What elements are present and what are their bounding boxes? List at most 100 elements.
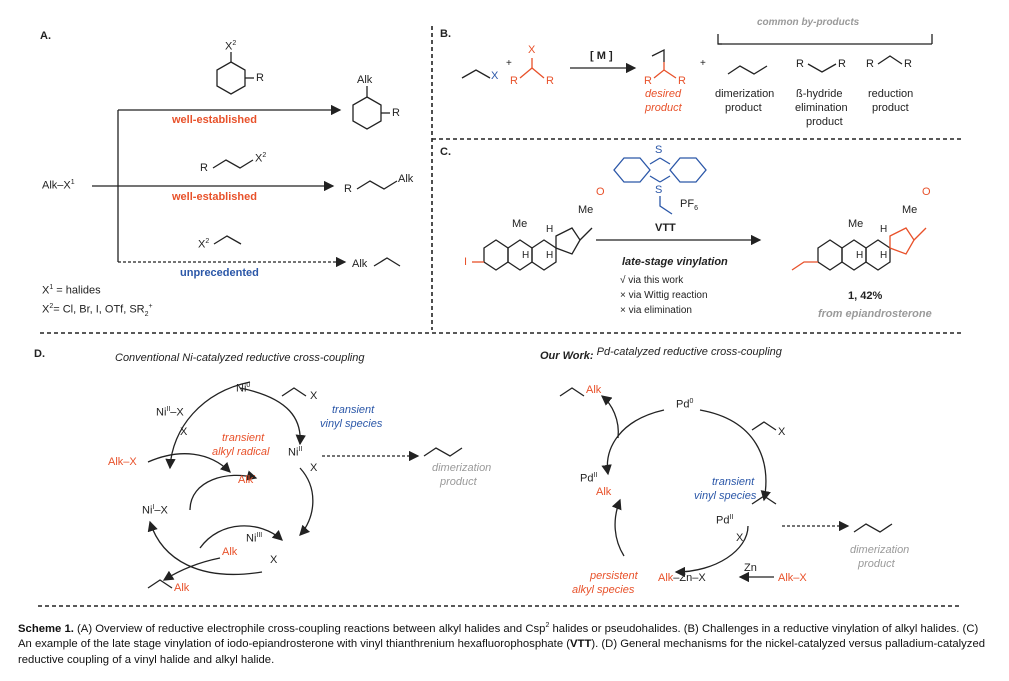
- pf6-anion: PF6: [680, 198, 698, 213]
- conventional-title: Conventional Ni-catalyzed reductive cros…: [115, 352, 365, 364]
- alk-niIII: Alk: [222, 546, 238, 558]
- alk-radical: Alk˙: [238, 474, 257, 486]
- reduction-r2: R: [904, 58, 912, 70]
- vinyl-x2: X2: [255, 152, 267, 165]
- pdII-alk-group: Alk: [596, 486, 612, 498]
- r-left-b: R: [510, 75, 518, 87]
- check-elimination: × via elimination: [620, 305, 692, 316]
- product2-r: R: [344, 183, 352, 195]
- desired-product-line1: desired: [645, 88, 682, 100]
- h-4: H: [880, 224, 888, 235]
- panel-d-art: [147, 381, 893, 589]
- reduction-r1: R: [866, 58, 874, 70]
- persistent-1: persistent: [590, 570, 638, 582]
- our-work-title: Our Work: Pd-catalyzed reductive cross-c…: [540, 346, 782, 362]
- common-byproducts-label: common by-products: [757, 17, 860, 28]
- scheme-caption: Scheme 1. (A) Overview of reductive elec…: [18, 622, 986, 666]
- transient-vinyl-2: vinyl species: [320, 418, 383, 430]
- iodine: I: [464, 256, 468, 268]
- vinyl-x2-c: X2: [198, 238, 210, 251]
- panel-a-art: [92, 52, 401, 268]
- persistent-2: alkyl species: [572, 584, 635, 596]
- niI-x: NiI–X: [142, 504, 168, 517]
- from-epiandrosterone: from epiandrosterone: [818, 308, 932, 320]
- alkyl-halide-start: Alk–X1: [42, 179, 75, 192]
- reduction-line2: product: [872, 102, 909, 114]
- niII-x-below: X: [180, 426, 188, 438]
- product3-alk: Alk: [352, 258, 368, 270]
- pd-vinyl-x: X: [778, 426, 786, 438]
- panel-c-art: [472, 157, 927, 271]
- panel-c-label: C.: [440, 146, 451, 158]
- vinyl-alk-a: [373, 257, 401, 267]
- transient-radical-1: transient: [222, 432, 265, 444]
- aryl-ring-product: [352, 96, 382, 130]
- pd-transient-2: vinyl species: [694, 490, 757, 502]
- well-established-label-1: well-established: [172, 114, 257, 126]
- r-right-b: R: [546, 75, 554, 87]
- product2-alk: Alk: [398, 173, 414, 185]
- niII-vinyl: NiII: [288, 446, 303, 459]
- panel-dividers: [38, 26, 962, 607]
- sulfur-top: S: [655, 144, 663, 156]
- panel-d-label: D.: [34, 348, 45, 360]
- panel-b-art: [461, 34, 933, 79]
- product-r-a: R: [392, 107, 400, 119]
- dimerization-line2: product: [725, 102, 762, 114]
- beta-r2: R: [838, 58, 846, 70]
- h-1: H: [546, 224, 554, 235]
- niII-vinyl-x: X: [310, 462, 318, 474]
- vinyl-product-a: [356, 180, 398, 190]
- h-6: H: [880, 250, 888, 261]
- pd-dimerization-2: product: [858, 558, 895, 570]
- check-this-work: √ via this work: [620, 275, 684, 286]
- niIII: NiIII: [246, 532, 263, 545]
- me-1: Me: [578, 204, 594, 216]
- well-established-label-2: well-established: [172, 191, 257, 203]
- product-r2-b: R: [678, 75, 686, 87]
- me-2: Me: [512, 218, 528, 230]
- pdII-alk: PdII: [580, 472, 598, 485]
- yield-label: 1, 42%: [848, 290, 883, 302]
- h-5: H: [856, 250, 864, 261]
- panel-b-label: B.: [440, 28, 451, 40]
- sulfonium: S: [655, 184, 663, 196]
- vinyl-x-b: X: [491, 70, 499, 82]
- product-alk-a: Alk: [357, 74, 373, 86]
- plus-2: +: [700, 58, 706, 69]
- late-stage-label: late-stage vinylation: [622, 256, 728, 268]
- beta-line2: elimination: [795, 102, 848, 114]
- plus-1: +: [506, 58, 512, 69]
- unprecedented-label: unprecedented: [180, 267, 259, 279]
- beta-r1: R: [796, 58, 804, 70]
- product-r1-b: R: [644, 75, 652, 87]
- me-3: Me: [902, 204, 918, 216]
- dimerization-d-2: product: [440, 476, 477, 488]
- dimerization-line1: dimerization: [715, 88, 775, 100]
- alk-zn-x: Alk–Zn–X: [658, 572, 706, 584]
- transient-vinyl-1: transient: [332, 404, 375, 416]
- aryl-ring-top: [216, 61, 246, 95]
- alk-x-d: Alk–X: [108, 456, 137, 468]
- desired-product-line2: product: [645, 102, 682, 114]
- niIII-x: X: [270, 554, 278, 566]
- pd-product-alk: Alk: [586, 384, 602, 396]
- aryl-x2: X2: [225, 40, 237, 53]
- x2-definition: X2= Cl, Br, I, OTf, SR2+: [42, 303, 153, 318]
- pdII-vinyl-x: X: [736, 532, 744, 544]
- panel-a-label: A.: [40, 30, 51, 42]
- vinyl-halide-a: [212, 159, 254, 169]
- pdII-vinyl: PdII: [716, 514, 734, 527]
- vinyl-x-a: [213, 235, 242, 245]
- zinc: Zn: [744, 562, 757, 574]
- ni0: Ni0: [236, 382, 251, 395]
- product-alk-d: Alk: [174, 582, 190, 594]
- h-2: H: [522, 250, 530, 261]
- aryl-r: R: [256, 72, 264, 84]
- h-3: H: [546, 250, 554, 261]
- pd-transient-1: transient: [712, 476, 755, 488]
- reduction-line1: reduction: [868, 88, 914, 100]
- me-4: Me: [848, 218, 864, 230]
- ketone-o-1: O: [596, 186, 605, 198]
